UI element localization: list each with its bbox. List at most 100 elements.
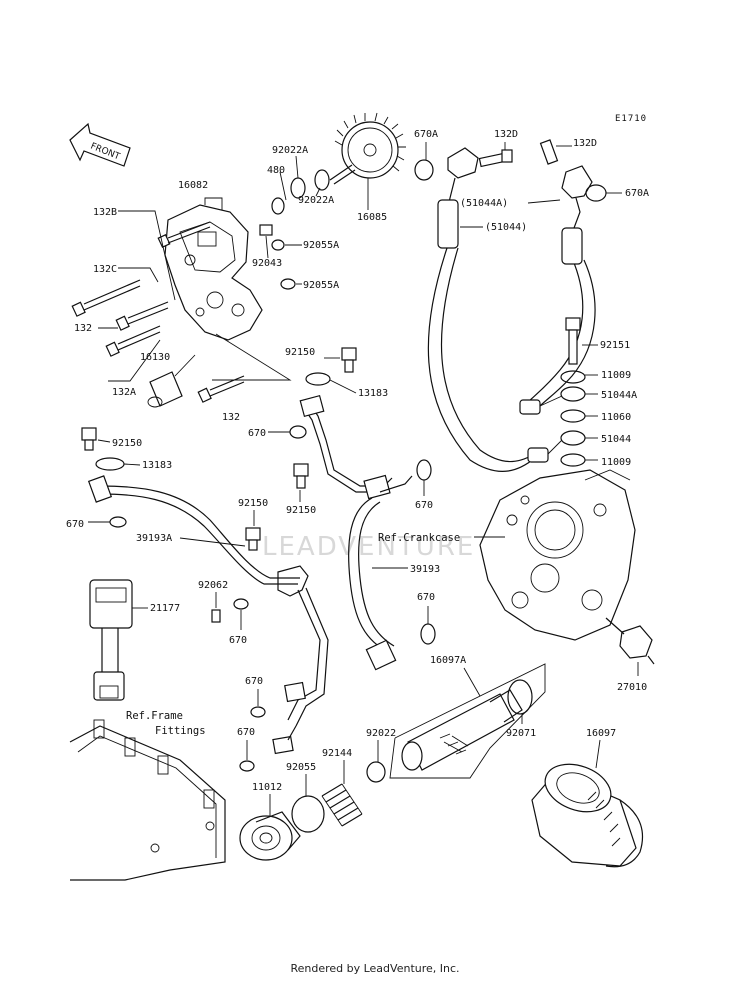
hose-fitting-b[interactable]	[527, 447, 549, 463]
label-51044A: 51044A	[601, 390, 637, 401]
oil-pressure-switch-27010[interactable]	[605, 617, 655, 665]
label-16097: 16097	[586, 728, 616, 739]
oring-670A-right[interactable]	[585, 184, 607, 202]
oring-670A-left[interactable]	[414, 159, 434, 181]
label-13183-b: 13183	[142, 460, 172, 471]
sensor-21177[interactable]	[89, 579, 133, 701]
banjo-bolt-92151[interactable]	[565, 317, 581, 365]
label-16082: 16082	[178, 180, 208, 191]
oring-670-a[interactable]	[289, 425, 307, 439]
banjo-51044[interactable]	[560, 430, 586, 446]
oil-pipe-39193[interactable]	[299, 394, 413, 671]
label-670A-left: 670A	[414, 129, 438, 140]
spring-92144[interactable]	[321, 783, 363, 827]
oil-pump-gear[interactable]	[329, 112, 406, 185]
label-670-b: 670	[66, 519, 84, 530]
front-arrow-icon: FRONT	[69, 122, 131, 167]
banjo-51044A[interactable]	[560, 386, 586, 402]
label-132: 132	[74, 323, 92, 334]
label-92055A-1: 92055A	[303, 240, 339, 251]
label-ref-frame: Ref.Frame	[126, 710, 183, 722]
label-11009-b: 11009	[601, 457, 631, 468]
pin-92043[interactable]	[259, 224, 273, 236]
oil-pipe-39193A[interactable]	[87, 475, 329, 755]
screw-92062[interactable]	[211, 609, 221, 623]
label-16085: 16085	[357, 212, 387, 223]
label-11012: 11012	[252, 782, 282, 793]
label-13183-a: 13183	[358, 388, 388, 399]
diagram-code: E1710	[615, 114, 647, 124]
label-132B: 132B	[93, 207, 117, 218]
washer-92022A-b[interactable]	[314, 169, 330, 191]
plate-13183-a[interactable]	[305, 372, 331, 386]
label-132-lower: 132	[222, 412, 240, 423]
label-92151: 92151	[600, 340, 630, 351]
oring-670-g[interactable]	[250, 706, 266, 718]
circlip-480[interactable]	[271, 197, 285, 215]
bolt-92150-a[interactable]	[341, 347, 357, 373]
label-51044-paren: (51044)	[485, 222, 527, 233]
label-92055A-2: 92055A	[303, 280, 339, 291]
label-16130: 16130	[140, 352, 170, 363]
bolt-132[interactable]	[115, 301, 169, 331]
oring-92055A-b[interactable]	[280, 278, 296, 290]
label-132A: 132A	[112, 387, 136, 398]
oil-pump-body[interactable]	[164, 197, 263, 341]
filter-cap-11012[interactable]	[239, 811, 301, 861]
hose-fitting-a[interactable]	[519, 399, 541, 415]
bolt-92150-d[interactable]	[245, 527, 261, 551]
oil-hose-upper[interactable]	[427, 199, 596, 472]
label-ref-frame-fittings: Fittings	[155, 725, 206, 737]
bolt-132C[interactable]	[71, 279, 141, 317]
bolt-132A[interactable]	[105, 325, 161, 357]
washer-11060[interactable]	[560, 409, 586, 423]
bolt-132-lower[interactable]	[197, 375, 245, 403]
label-92150-b: 92150	[112, 438, 142, 449]
label-21177: 21177	[150, 603, 180, 614]
relief-valve-16130[interactable]	[147, 371, 183, 408]
label-39193A: 39193A	[136, 533, 172, 544]
label-92022: 92022	[366, 728, 396, 739]
bolt-92150-b[interactable]	[81, 427, 97, 451]
gasket-11009-a[interactable]	[560, 370, 586, 384]
bolt-92150-c[interactable]	[293, 463, 309, 489]
label-27010: 27010	[617, 682, 647, 693]
label-132C: 132C	[93, 264, 117, 275]
oil-filter-16097[interactable]	[531, 756, 644, 868]
banjo-fitting-right[interactable]	[539, 139, 593, 265]
oring-92055[interactable]	[291, 795, 325, 833]
label-670-e: 670	[417, 592, 435, 603]
label-92150-a: 92150	[285, 347, 315, 358]
label-92043: 92043	[252, 258, 282, 269]
label-ref-crankcase: Ref.Crankcase	[378, 532, 460, 544]
label-92150-c: 92150	[286, 505, 316, 516]
oring-670-h[interactable]	[239, 760, 255, 772]
banjo-fitting-left[interactable]	[445, 147, 513, 217]
label-92022A-bot: 92022A	[298, 195, 334, 206]
oring-670-c[interactable]	[416, 459, 432, 481]
label-16097A: 16097A	[430, 655, 466, 666]
oring-670-d[interactable]	[233, 598, 249, 610]
oil-strainer-16097A[interactable]	[401, 689, 523, 771]
label-11060: 11060	[601, 412, 631, 423]
label-670-h: 670	[237, 727, 255, 738]
plate-13183-b[interactable]	[95, 457, 125, 471]
label-92071: 92071	[506, 728, 536, 739]
washer-92022[interactable]	[366, 761, 386, 783]
footer-credit: Rendered by LeadVenture, Inc.	[290, 962, 460, 975]
oring-92055A-a[interactable]	[271, 239, 285, 251]
gasket-11009-b[interactable]	[560, 453, 586, 467]
oring-92071[interactable]	[507, 679, 533, 715]
label-92150-d: 92150	[238, 498, 268, 509]
label-92062: 92062	[198, 580, 228, 591]
label-670-c: 670	[415, 500, 433, 511]
crankcase-reference	[479, 469, 636, 641]
label-132D-left: 132D	[494, 129, 518, 140]
label-92144: 92144	[322, 748, 352, 759]
oring-670-e[interactable]	[420, 623, 436, 645]
oring-670-b[interactable]	[109, 516, 127, 528]
label-11009-a: 11009	[601, 370, 631, 381]
label-670-d: 670	[229, 635, 247, 646]
label-92022A-top: 92022A	[272, 145, 308, 156]
